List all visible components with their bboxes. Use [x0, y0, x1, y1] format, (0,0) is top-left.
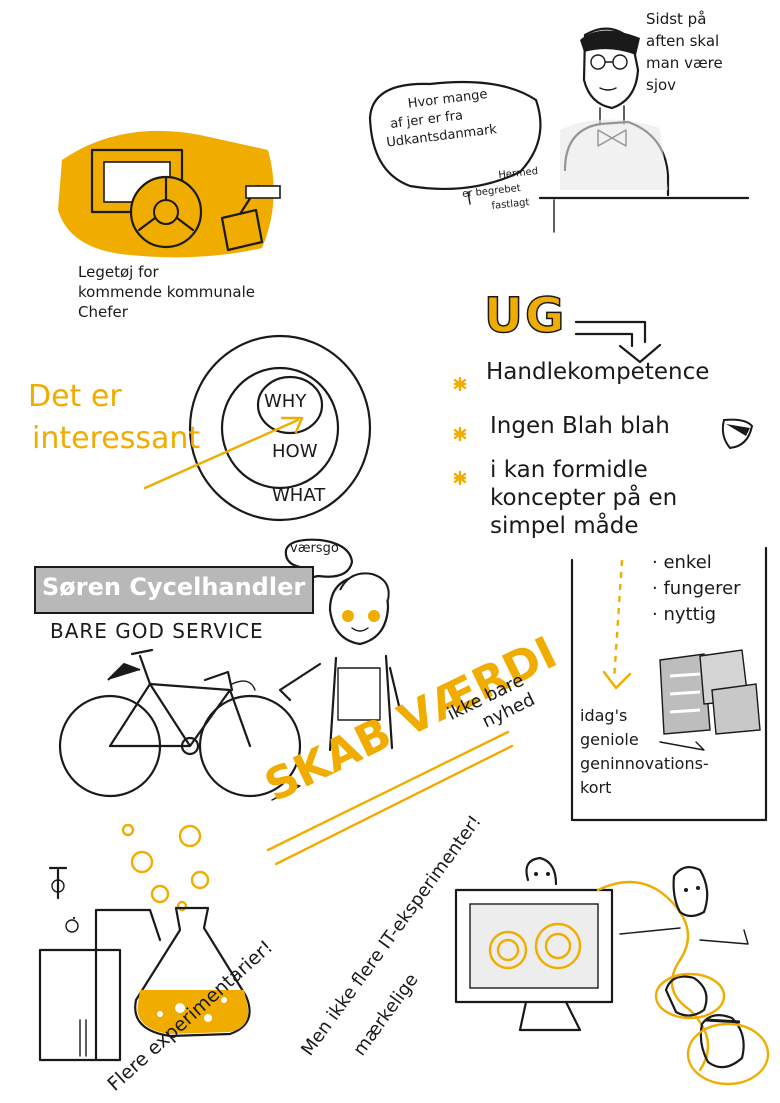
bike-shop-tagline: BARE GOD SERVICE: [50, 619, 264, 643]
ug-item-handlekompetence: Handlekompetence: [486, 359, 710, 385]
card-bullet-text: fungerer: [663, 578, 741, 599]
ug-item-line: i kan formidle: [490, 457, 648, 483]
golden-circle: [143, 334, 372, 522]
value-underline: [266, 730, 514, 866]
ug-item-line: simpel måde: [490, 513, 639, 539]
definition-note: Hermed er begrebet fastlagt: [460, 164, 542, 217]
ug-title: UG: [483, 288, 567, 344]
card-caption-line: kort: [580, 778, 612, 797]
toy-caption: Legetøj for kommende kommunale Chefer: [78, 262, 255, 322]
mechanic-illustration: [278, 538, 402, 752]
ring-why: WHY: [264, 391, 307, 412]
toy-caption-line: Chefer: [78, 303, 128, 321]
ug-item-ingen-blah: Ingen Blah blah: [490, 413, 670, 439]
card-bullet: · fungerer: [652, 578, 741, 599]
toy-illustration: [58, 130, 281, 258]
interesting-note-line: interessant: [32, 421, 201, 456]
bike-shop-sign: Søren Cycelhandler: [34, 566, 314, 614]
toy-caption-line: kommende kommunale: [78, 283, 255, 301]
card-bullet-text: nyttig: [663, 604, 717, 625]
card-caption-line: geniole: [580, 730, 639, 749]
speaker-illustration: [368, 27, 750, 233]
toy-caption-line: Legetøj for: [78, 263, 159, 281]
card-bullet: · nyttig: [652, 604, 717, 625]
card-bullet: · enkel: [652, 552, 712, 573]
bike-shop-name: Søren Cycelhandler: [42, 573, 306, 601]
speaker-caption: Sidst på aften skal man være sjov: [646, 8, 723, 96]
speaker-caption-line: aften skal: [646, 32, 720, 50]
ug-arrow: [453, 320, 754, 486]
card-bullet-text: enkel: [663, 552, 712, 573]
card-caption-line: idag's: [580, 706, 628, 725]
speaker-caption-line: man være: [646, 54, 723, 72]
ug-item-formidle: i kan formidle koncepter på en simpel må…: [490, 456, 677, 540]
monitor-illustration: [454, 856, 770, 1086]
interesting-note: Det er interessant: [28, 376, 200, 460]
lab-illustration: [38, 823, 251, 1062]
card-box: [570, 546, 768, 822]
mechanic-speech: værsgo: [290, 541, 339, 556]
ring-how: HOW: [272, 441, 318, 462]
card-caption: idag's geniole geninnovations- kort: [580, 704, 709, 800]
speaker-caption-line: Sidst på: [646, 10, 707, 28]
ug-item-line: koncepter på en: [490, 485, 678, 511]
ring-what: WHAT: [272, 485, 326, 506]
card-caption-line: geninnovations-: [580, 754, 709, 773]
interesting-note-line: Det er: [28, 379, 122, 414]
bicycle-illustration: [58, 648, 302, 798]
speaker-caption-line: sjov: [646, 76, 677, 94]
card-bullets: · enkel · fungerer · nyttig: [652, 550, 741, 628]
